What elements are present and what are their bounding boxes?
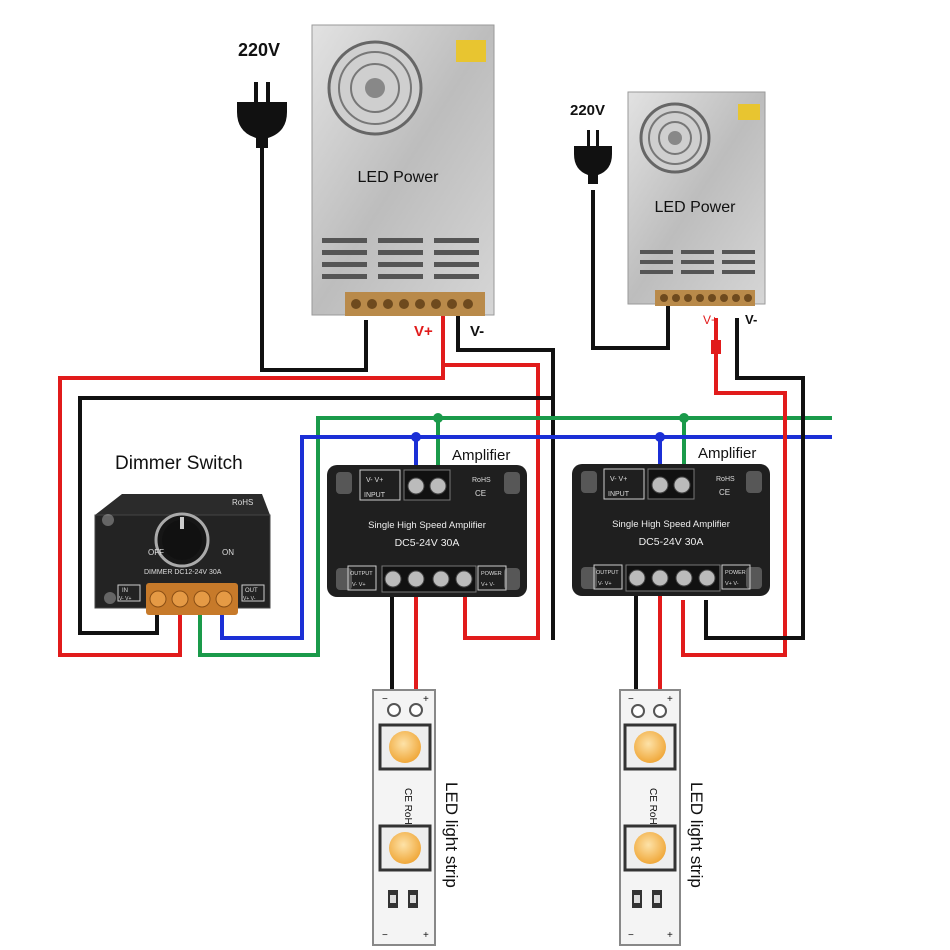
amp-power-pins: V+ V- bbox=[481, 582, 495, 588]
strip-plus: + bbox=[667, 930, 673, 941]
screw-terminal bbox=[455, 570, 473, 588]
strip-mark: CE RoHS bbox=[647, 788, 658, 832]
junction-dot bbox=[655, 432, 665, 442]
wire-blue-signal bbox=[220, 435, 832, 640]
led-chip bbox=[634, 731, 666, 763]
led-chip bbox=[634, 832, 666, 864]
amp-ce: CE bbox=[719, 488, 730, 497]
junction-dot bbox=[433, 413, 443, 423]
voltage-label: 220V bbox=[238, 40, 280, 60]
strip-plus: + bbox=[423, 930, 429, 941]
amp-input-label: INPUT bbox=[608, 491, 630, 498]
ac-cord-right bbox=[591, 190, 670, 350]
amp-name: Single High Speed Amplifier bbox=[612, 519, 730, 530]
strip-minus: − bbox=[382, 694, 388, 705]
amp-power-label: POWER bbox=[725, 570, 746, 576]
vminus-label: V- bbox=[745, 312, 757, 327]
led-chip bbox=[389, 832, 421, 864]
ac-cord-left bbox=[260, 130, 368, 372]
junction-dot bbox=[679, 413, 689, 423]
vplus-label: V+ bbox=[703, 313, 718, 327]
terminal-block bbox=[655, 290, 755, 306]
amp-output-label: OUTPUT bbox=[350, 571, 373, 577]
screw-terminal bbox=[675, 569, 693, 587]
dimmer-switch: RoHS OFF ON DIMMER DC12-24V 30A IN V- V+… bbox=[94, 494, 271, 615]
rohs-text: RoHS bbox=[232, 498, 253, 507]
screw-terminal bbox=[628, 569, 646, 587]
wire-green-signal bbox=[198, 416, 832, 657]
amp-spec: DC5-24V 30A bbox=[395, 537, 460, 549]
strip-minus: − bbox=[628, 930, 634, 941]
strip-label: LED light strip bbox=[687, 782, 706, 888]
screw-terminal bbox=[651, 569, 669, 587]
dimmer-title: Dimmer Switch bbox=[115, 453, 243, 474]
amp-output-pins: V- V+ bbox=[598, 581, 612, 587]
vminus-label: V- bbox=[470, 323, 484, 340]
dimmer-out-label: OUT bbox=[245, 588, 258, 594]
led-chip bbox=[389, 731, 421, 763]
screw-terminal bbox=[384, 570, 402, 588]
amp-output-label: OUTPUT bbox=[596, 570, 619, 576]
plug-icon bbox=[574, 130, 612, 184]
wire-right-psu-vminus bbox=[704, 318, 805, 640]
led-power-supply-right: LED Power bbox=[627, 91, 766, 306]
strip-plus: + bbox=[667, 694, 673, 705]
amp-power-pins: V+ V- bbox=[725, 581, 739, 587]
led-strip-right: − + CE RoHS − + bbox=[619, 689, 681, 946]
amplifier-title: Amplifier bbox=[452, 447, 510, 464]
amp-power-label: POWER bbox=[481, 571, 502, 577]
plug-icon bbox=[237, 82, 287, 148]
screw-terminal bbox=[407, 570, 425, 588]
amp-ce: CE bbox=[475, 489, 486, 498]
wires bbox=[58, 130, 832, 712]
screw-terminal bbox=[651, 476, 669, 494]
red-connector bbox=[711, 340, 721, 354]
wire-right-psu-vplus bbox=[681, 318, 787, 657]
wire-left-psu-vminus bbox=[78, 312, 555, 635]
screw-terminal bbox=[429, 477, 447, 495]
psu-label: LED Power bbox=[358, 169, 440, 186]
strip-label: LED light strip bbox=[442, 782, 461, 888]
amplifier-title: Amplifier bbox=[698, 445, 756, 462]
vplus-label: V+ bbox=[414, 323, 433, 340]
screw-terminal bbox=[673, 476, 691, 494]
amplifier-left: INPUT V- V+ RoHS CE Single High Speed Am… bbox=[327, 465, 527, 597]
amp-rohs: RoHS bbox=[472, 477, 491, 484]
on-text: ON bbox=[222, 548, 234, 557]
led-power-supply-left: LED Power bbox=[311, 24, 495, 316]
dimmer-in-pins: V- V+ bbox=[119, 596, 131, 602]
dimmer-model-text: DIMMER DC12-24V 30A bbox=[144, 569, 222, 576]
strip-mark: CE RoHS bbox=[402, 788, 413, 832]
psu-label: LED Power bbox=[655, 199, 737, 216]
amp-spec: DC5-24V 30A bbox=[639, 536, 704, 548]
junction-dot bbox=[411, 432, 421, 442]
dimmer-terminal-block bbox=[146, 583, 238, 615]
amp-input-pins: V- V+ bbox=[610, 476, 627, 483]
dimmer-out-pins: V+ V- bbox=[243, 596, 256, 602]
amplifier-right: INPUT V- V+ RoHS CE Single High Speed Am… bbox=[572, 464, 770, 596]
dimmer-in-label: IN bbox=[122, 588, 128, 594]
wire-junctions bbox=[411, 340, 721, 442]
strip-plus: + bbox=[423, 694, 429, 705]
amp-input-pins: V- V+ bbox=[366, 477, 383, 484]
screw-terminal bbox=[698, 569, 716, 587]
amp-name: Single High Speed Amplifier bbox=[368, 520, 486, 531]
amp-input-label: INPUT bbox=[364, 492, 386, 499]
strip-minus: − bbox=[628, 694, 634, 705]
off-text: OFF bbox=[148, 548, 164, 557]
amp-rohs: RoHS bbox=[716, 476, 735, 483]
screw-terminal bbox=[407, 477, 425, 495]
wire-left-psu-vplus-amp bbox=[443, 363, 540, 640]
strip-minus: − bbox=[382, 930, 388, 941]
led-strip-left: − + CE RoHS − + bbox=[372, 689, 436, 946]
amp-output-pins: V- V+ bbox=[352, 582, 366, 588]
voltage-label: 220V bbox=[570, 102, 605, 119]
screw-terminal bbox=[432, 570, 450, 588]
